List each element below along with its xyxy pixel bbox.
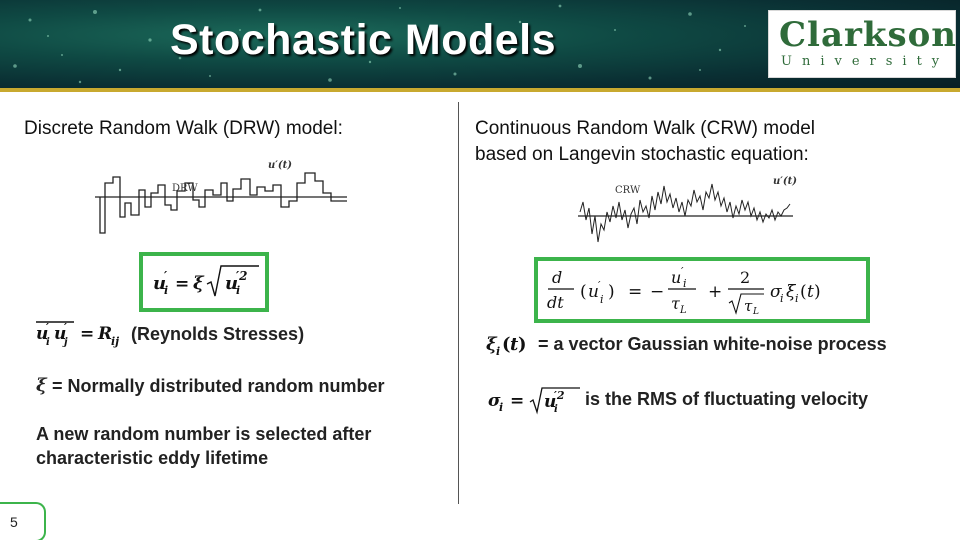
crw-langevin-formula: d dt ( u ′ i ) = − u ′ i τ L + 2 τ: [547, 265, 821, 317]
svg-text:i: i: [236, 284, 240, 297]
svg-text:ξ: ξ: [486, 334, 498, 355]
svg-text:2: 2: [740, 268, 750, 287]
svg-text:ij: ij: [111, 335, 119, 348]
drw-formula: u ′ i = ξ u ′2 i: [153, 265, 259, 297]
xi-vector-symbol: ξ i ( t ): [486, 334, 527, 358]
svg-text:=: =: [80, 324, 94, 344]
svg-text:=: =: [175, 274, 189, 294]
svg-text:ξ: ξ: [193, 273, 205, 294]
white-noise-description: = a vector Gaussian white-noise process: [538, 334, 887, 354]
svg-text:): ): [814, 282, 821, 302]
svg-text:′: ′: [46, 321, 49, 334]
svg-text:′: ′: [598, 279, 601, 292]
crw-axis-label: u′(t): [773, 176, 797, 187]
page-number-badge: 5: [0, 502, 46, 540]
svg-text:dt: dt: [547, 293, 564, 312]
svg-text:′: ′: [164, 269, 168, 283]
svg-text:i: i: [554, 404, 558, 415]
crw-graph-label: CRW: [615, 185, 641, 196]
svg-text:i: i: [164, 284, 168, 297]
svg-text:L: L: [752, 307, 759, 317]
svg-text:t: t: [510, 334, 519, 355]
svg-text:u: u: [153, 273, 166, 294]
drw-graph-label: DRW: [172, 183, 198, 194]
svg-text:i: i: [795, 292, 799, 305]
svg-text:τ: τ: [671, 294, 681, 313]
header-banner: Stochastic Models Clarkson University: [0, 0, 960, 88]
svg-text:i: i: [683, 277, 687, 290]
eddy-note-line1: A new random number is selected after: [36, 424, 372, 444]
crw-heading-line2: based on Langevin stochastic equation:: [475, 144, 809, 165]
banner-sparkles: [13, 4, 746, 84]
eddy-note-line2: characteristic eddy lifetime: [36, 448, 269, 468]
svg-text:u: u: [225, 273, 238, 294]
clarkson-logo: Clarkson University: [768, 10, 956, 78]
crw-heading-line1: Continuous Random Walk (CRW) model: [475, 118, 816, 139]
svg-text:u: u: [671, 268, 681, 287]
page-number: 5: [10, 514, 18, 530]
svg-text:i: i: [496, 345, 500, 358]
svg-text:): ): [608, 282, 615, 302]
svg-text:σ: σ: [488, 391, 501, 411]
xi-symbol: ξ: [36, 375, 47, 396]
sigma-definition: σ i = u ′2 i: [488, 387, 580, 415]
svg-text:=: =: [510, 391, 524, 411]
svg-text:i: i: [780, 292, 784, 305]
drw-axis-label: u′(t): [268, 160, 292, 171]
logo-subtitle: University: [781, 54, 950, 69]
svg-text:=: =: [628, 282, 642, 302]
svg-text:i: i: [600, 293, 604, 306]
rms-description: is the RMS of fluctuating velocity: [585, 389, 869, 409]
svg-text:+: +: [708, 282, 722, 302]
svg-text:): ): [518, 334, 527, 355]
svg-text:L: L: [679, 305, 687, 316]
crw-formula-box: d dt ( u ′ i ) = − u ′ i τ L + 2 τ: [534, 257, 870, 323]
svg-text:σ: σ: [770, 282, 782, 302]
svg-text:ξ: ξ: [786, 282, 797, 302]
column-divider: [458, 102, 459, 504]
svg-text:′2: ′2: [554, 389, 565, 402]
svg-text:i: i: [46, 337, 50, 348]
svg-text:−: −: [650, 282, 664, 302]
svg-text:u: u: [54, 324, 66, 344]
reynolds-stresses-text: (Reynolds Stresses): [131, 324, 305, 344]
svg-text:t: t: [807, 282, 814, 302]
header-underline: [0, 88, 960, 92]
svg-text:u: u: [588, 282, 599, 302]
svg-text:i: i: [499, 401, 503, 414]
svg-text:′: ′: [681, 265, 684, 278]
svg-text:′: ′: [64, 321, 67, 334]
svg-text:R: R: [97, 324, 112, 344]
svg-text:′2: ′2: [236, 269, 248, 283]
svg-text:(: (: [502, 334, 511, 355]
reynolds-lhs: u ′ i u ′ j = R ij: [36, 321, 119, 348]
crw-graph: [578, 183, 793, 243]
svg-text:j: j: [62, 337, 68, 348]
svg-text:u: u: [544, 392, 556, 412]
slide-title: Stochastic Models: [170, 16, 557, 64]
logo-wordmark: Clarkson: [779, 15, 958, 55]
drw-heading: Discrete Random Walk (DRW) model:: [24, 118, 343, 139]
svg-text:d: d: [552, 268, 562, 287]
svg-text:u: u: [36, 324, 48, 344]
drw-graph: [95, 172, 347, 234]
svg-text:(: (: [800, 282, 807, 302]
drw-formula-box: u ′ i = ξ u ′2 i: [139, 252, 269, 312]
svg-text:τ: τ: [744, 297, 753, 315]
svg-text:(: (: [580, 282, 587, 302]
xi-description: = Normally distributed random number: [52, 376, 385, 396]
